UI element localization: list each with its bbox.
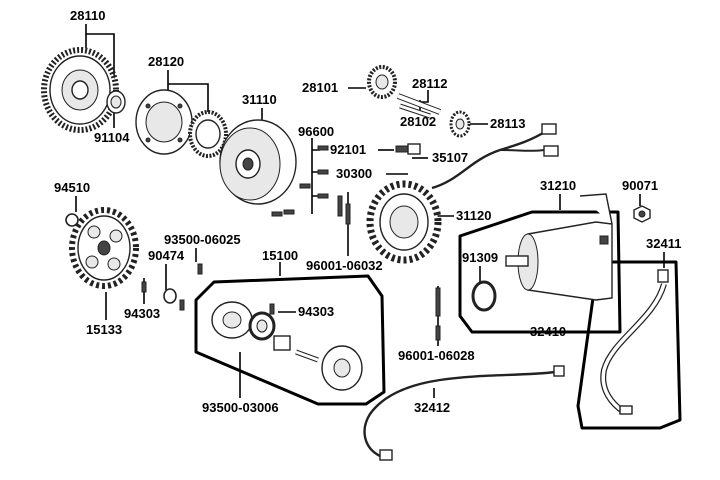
starter-motor [505,193,613,301]
label-91104: 91104 [94,130,130,145]
label-28113: 28113 [490,116,525,131]
label-92101: 92101 [330,142,366,157]
label-28120: 28120 [148,54,184,69]
ground-cable [363,365,565,461]
oil-pump-body [211,301,363,391]
label-28101: 28101 [302,80,338,95]
label-28102: 28102 [400,114,436,129]
pulse-sensor [395,143,421,155]
reduction-gear [449,110,471,138]
washer [163,288,177,304]
label-28110: 28110 [70,8,105,23]
label-32411: 32411 [646,236,681,251]
oil-pump-sprocket [69,207,139,289]
label-96600: 96600 [298,124,334,139]
label-90474: 90474 [148,248,185,263]
dowel-pin-left [141,281,147,293]
starter-driven-gear [41,47,119,133]
idle-shafts [396,93,442,119]
label-96001-06028: 96001-06028 [398,348,475,363]
part-drawings [41,47,669,461]
group-outlines [194,210,682,430]
label-93500-06025: 93500-06025 [164,232,241,247]
stator-bolts [337,195,351,225]
label-35107: 35107 [432,150,468,165]
starter-bolts [435,287,441,341]
label-94510: 94510 [54,180,90,195]
label-32410: 32410 [530,324,566,339]
starter-cable [600,269,669,415]
label-94303-left: 94303 [124,306,160,321]
screw-06025 [179,263,203,311]
circlip [65,213,79,227]
stator-harness [431,123,559,190]
label-91309: 91309 [462,250,498,265]
stator [366,180,442,264]
needle-bearing [106,90,126,114]
starter-clutch-plate [135,89,193,155]
o-ring [471,280,497,312]
label-93500-03006: 93500-03006 [202,400,279,415]
label-28112: 28112 [412,76,447,91]
label-32412: 32412 [414,400,450,415]
part-labels: 28110 28120 91104 31110 96600 28101 2811… [54,8,681,415]
label-15100: 15100 [262,248,298,263]
nut [633,205,651,223]
label-15133: 15133 [86,322,122,337]
label-31110: 31110 [242,92,277,107]
label-96001-06032: 96001-06032 [306,258,383,273]
label-30300: 30300 [336,166,372,181]
label-90071: 90071 [622,178,658,193]
flywheel [219,119,297,205]
label-31120: 31120 [456,208,491,223]
one-way-clutch [188,110,228,158]
label-94303-right: 94303 [298,304,334,319]
idle-gear [367,65,397,99]
flywheel-bolts [271,145,329,217]
label-31210: 31210 [540,178,576,193]
